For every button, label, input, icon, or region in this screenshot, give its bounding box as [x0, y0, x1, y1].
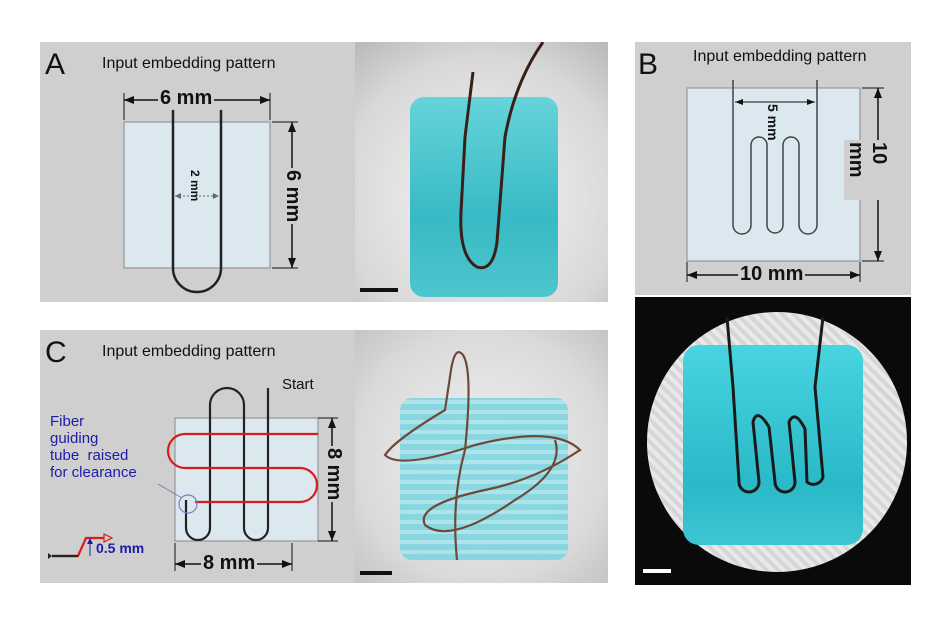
panel-c-letter: C	[45, 336, 67, 369]
panel-c-photo	[355, 330, 608, 583]
panel-c-height-label: 8 mm	[322, 446, 345, 503]
panel-b-title: Input embedding pattern	[693, 48, 867, 65]
panel-a-title: Input embedding pattern	[102, 55, 276, 72]
panel-c-width-label: 8 mm	[201, 552, 258, 575]
note-line-3: tube raised	[50, 447, 129, 464]
panel-b-width-label: 10 mm	[738, 263, 806, 286]
panel-c-note: Fiber guiding tube raised for clearance	[50, 413, 137, 481]
hydrogel-cube-b	[683, 345, 863, 545]
panel-b-letter: B	[638, 48, 659, 81]
panel-a-letter: A	[45, 48, 66, 81]
panel-c-raise-label: 0.5 mm	[96, 540, 145, 556]
note-line-2: guiding	[50, 430, 99, 447]
scale-bar-a	[360, 288, 398, 292]
hydrogel-cube-c	[400, 398, 568, 560]
hydrogel-cube-a	[410, 97, 558, 297]
note-line-1: Fiber	[50, 413, 85, 430]
panel-c-start-label: Start	[282, 376, 314, 393]
scale-bar-c	[360, 571, 392, 575]
panel-a-photo	[355, 42, 608, 302]
panel-a-width-label: 6 mm	[158, 87, 215, 110]
scale-bar-b	[643, 569, 671, 573]
note-line-4: for clearance	[50, 464, 137, 481]
panel-b-photo	[635, 297, 911, 585]
panel-c-title: Input embedding pattern	[102, 343, 276, 360]
